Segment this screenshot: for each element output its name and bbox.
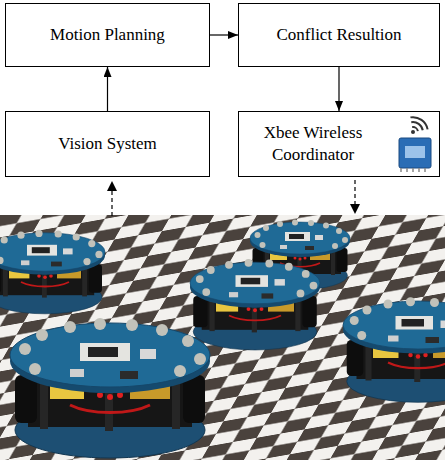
- xbee-module-icon: [391, 116, 435, 172]
- node-label: Xbee Wireless Coordinator: [249, 122, 377, 166]
- flow-arrow: [338, 67, 339, 111]
- node-label: Motion Planning: [50, 24, 165, 46]
- checkerboard-photo: [0, 215, 445, 460]
- process-box: Conflict Resultion: [238, 3, 440, 67]
- process-box: Vision System: [5, 111, 210, 177]
- process-box: Xbee Wireless Coordinator: [238, 111, 440, 177]
- process-box: Motion Planning: [5, 3, 210, 67]
- node-label: Vision System: [58, 133, 157, 155]
- flow-arrow: [107, 67, 108, 111]
- feedback-dashes: [112, 180, 355, 216]
- node-label: Conflict Resultion: [276, 24, 401, 46]
- flow-arrow: [210, 34, 238, 35]
